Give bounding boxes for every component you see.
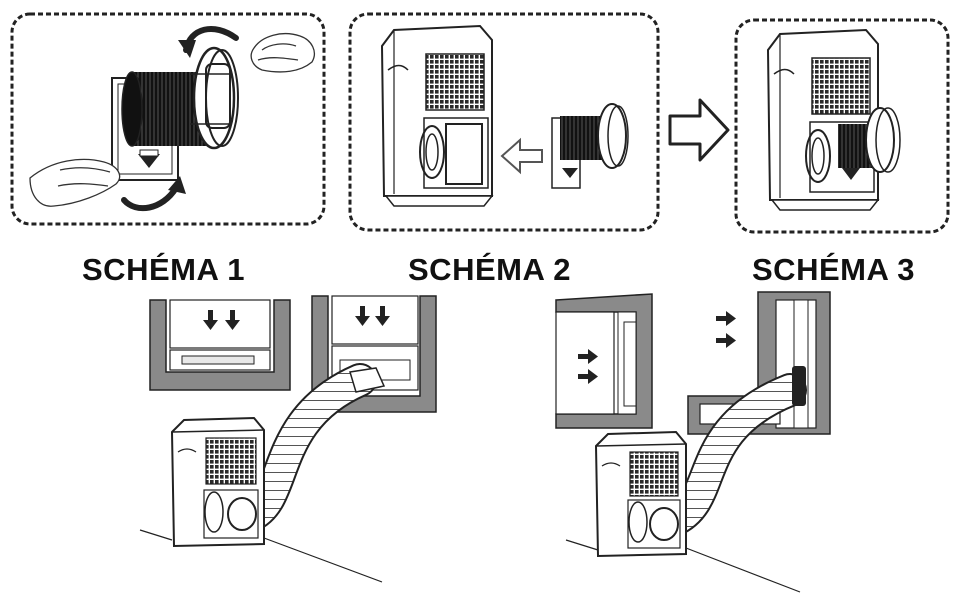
panel-1-border xyxy=(10,12,326,226)
air-grille-3 xyxy=(811,57,871,115)
window-install-horizontal xyxy=(555,291,831,593)
exhaust-port-cover xyxy=(445,123,483,185)
hose-nozzle xyxy=(190,46,239,150)
schema-3-caption: SCHÉMA 3 xyxy=(752,252,916,287)
panel-3-border xyxy=(734,18,950,234)
schema-2-panel xyxy=(348,12,660,232)
window-frame-a xyxy=(149,299,291,391)
panel-2-border xyxy=(348,12,660,232)
schema-2-caption: SCHÉMA 2 xyxy=(408,252,572,287)
schema-1-panel xyxy=(10,12,326,226)
air-conditioner-unit-left xyxy=(170,416,265,548)
floor-line-left xyxy=(139,529,383,583)
exhaust-hose-small-2 xyxy=(551,103,629,189)
down-arrow-icon xyxy=(355,306,390,326)
schema-1-caption: SCHÉMA 1 xyxy=(82,252,246,287)
right-arrow-icon xyxy=(578,349,598,384)
air-grille-2 xyxy=(425,53,485,111)
air-conditioner-unit-3 xyxy=(766,28,880,211)
hand-bottom-left xyxy=(29,158,121,207)
window-install-vertical xyxy=(139,295,437,583)
installed-hose-3 xyxy=(838,107,901,180)
plate-arrow-label xyxy=(138,154,160,168)
rotation-arrows-icon xyxy=(121,26,239,211)
right-arrow-icon xyxy=(716,311,736,348)
air-conditioner-unit-2 xyxy=(380,24,494,207)
right-outline-arrow-icon xyxy=(668,98,730,162)
hand-top-right xyxy=(250,33,315,73)
down-arrow-icon xyxy=(203,310,240,330)
schema-3-panel xyxy=(734,18,950,234)
left-outline-arrow-icon xyxy=(500,137,543,175)
air-conditioner-unit-right xyxy=(594,430,687,558)
floor-line-right xyxy=(565,539,801,593)
